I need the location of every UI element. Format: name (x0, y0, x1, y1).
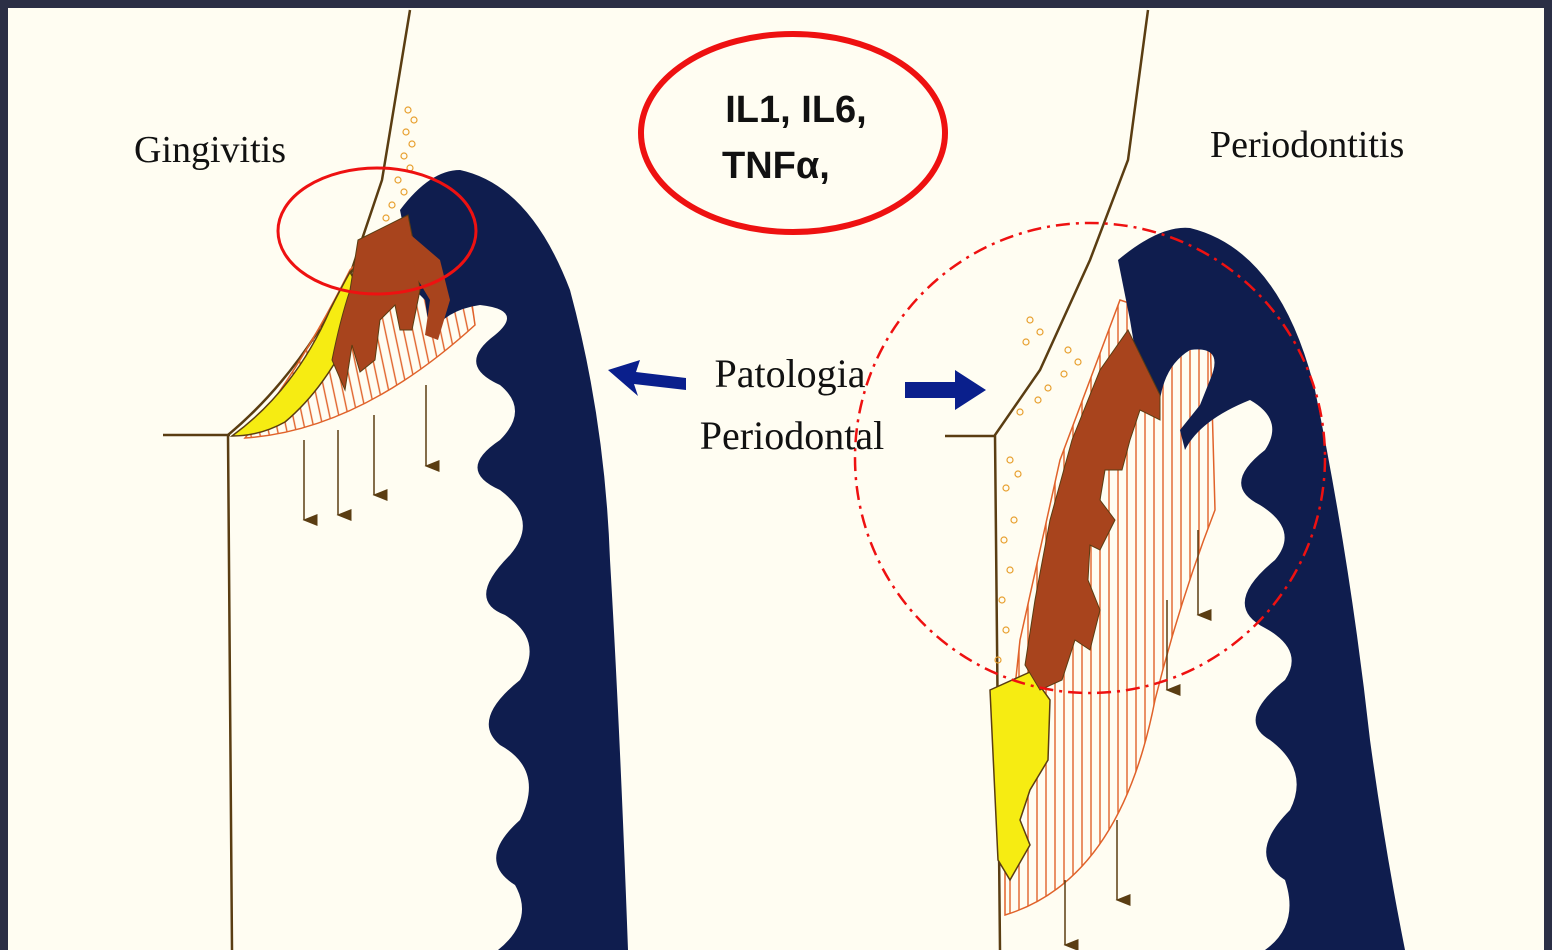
periodontal-label: Periodontal (700, 413, 884, 458)
patologia-label: Patologia (714, 351, 865, 396)
periodontitis-label: Periodontitis (1210, 124, 1404, 166)
cytokines-line1: IL1, IL6, (725, 89, 866, 131)
gingivitis-label: Gingivitis (134, 129, 286, 171)
cytokines-line2: TNFα, (722, 145, 830, 187)
